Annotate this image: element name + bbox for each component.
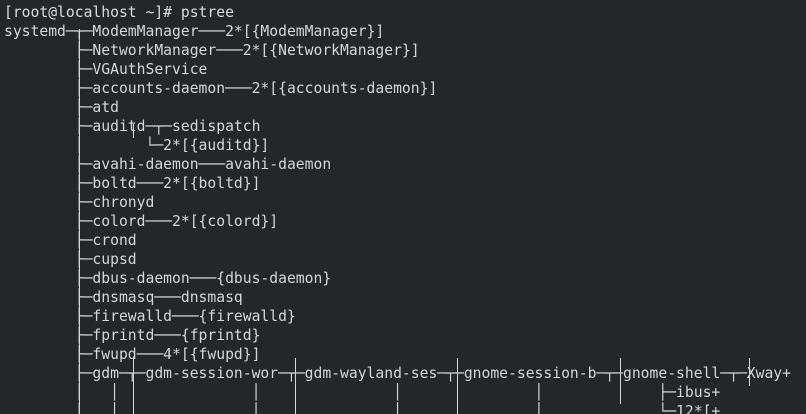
- pstree-line-accounts-daemon: ├─accounts-daemon───2*[{accounts-daemon}…: [4, 80, 438, 97]
- pstree-line-fwupd: ├─fwupd───4*[{fwupd}]: [4, 346, 261, 363]
- pstree-line-systemd: systemd─┬─ModemManager───2*[{ModemManage…: [4, 23, 385, 40]
- pstree-line-firewalld: ├─firewalld───{firewalld}: [4, 308, 296, 325]
- pstree-line-auditd: ├─auditd─┬─sedispatch: [4, 118, 261, 135]
- pstree-line-networkmanager: ├─NetworkManager───2*[{NetworkManager}]: [4, 42, 420, 59]
- pstree-line-auditd-threads: │ └─2*[{auditd}]: [4, 137, 270, 154]
- pstree-line-gnome-shell-threads: │ │ │ │ │ └─12*[+: [4, 403, 721, 414]
- shell-prompt-line: [root@localhost ~]# pstree: [4, 4, 234, 21]
- pstree-line-atd: ├─atd: [4, 99, 119, 116]
- pstree-line-gdm: ├─gdm─┬─gdm-session-wor─┬─gdm-wayland-se…: [4, 365, 791, 382]
- pstree-line-gnome-shell-ibus: │ │ │ │ │ ├─ibus+: [4, 384, 721, 401]
- pstree-line-fprintd: ├─fprintd───{fprintd}: [4, 327, 261, 344]
- pstree-line-chronyd: ├─chronyd: [4, 194, 155, 211]
- pstree-line-crond: ├─crond: [4, 232, 137, 249]
- pstree-line-boltd: ├─boltd───2*[{boltd}]: [4, 175, 261, 192]
- pstree-line-vgauthservice: ├─VGAuthService: [4, 61, 208, 78]
- pstree-line-dnsmasq: ├─dnsmasq───dnsmasq: [4, 289, 243, 306]
- pstree-line-dbus-daemon: ├─dbus-daemon───{dbus-daemon}: [4, 270, 332, 287]
- pstree-line-colord: ├─colord───2*[{colord}]: [4, 213, 279, 230]
- pstree-line-cupsd: ├─cupsd: [4, 251, 137, 268]
- pstree-line-avahi-daemon: ├─avahi-daemon───avahi-daemon: [4, 156, 332, 173]
